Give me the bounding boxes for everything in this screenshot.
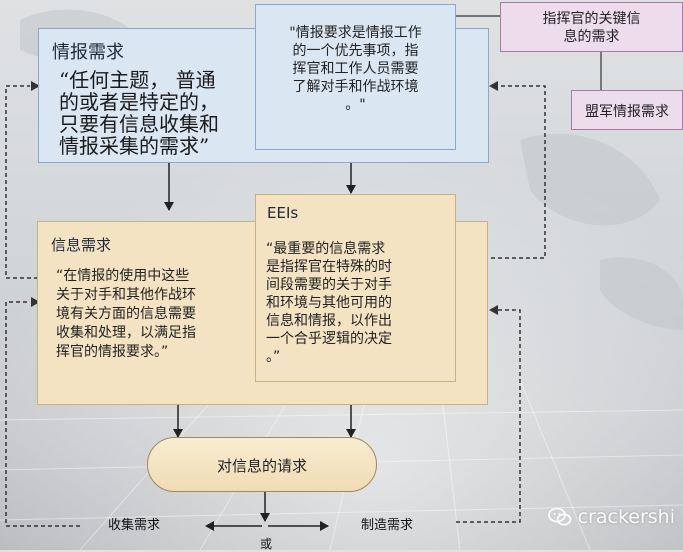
- watermark: crackershi: [547, 506, 675, 528]
- ccir-box: 指挥官的关键信 息的需求: [500, 2, 683, 52]
- eeis-quote: “最重要的信息需求 是指挥官在特殊的时 间段需要的关于对手 和环境与其他可用的 …: [266, 241, 392, 365]
- collection-requirements-label: 收集需求: [108, 518, 161, 533]
- watermark-text: crackershi: [577, 506, 675, 528]
- information-requirements-quote: “在情报的使用中这些 关于对手和其他作战环 境有关方面的信息需要 收集和处理，以…: [56, 268, 196, 360]
- pir-quote: "情报要求是情报工作 的一个优先事项，指 挥官和工作人员需要 了解对手和作战环境…: [289, 25, 422, 113]
- allied-label: 盟军情报需求: [585, 104, 669, 120]
- dash-right-inner: [456, 309, 521, 523]
- dash-left-outer: [5, 85, 38, 279]
- dash-right-outer: [456, 85, 546, 259]
- request-label: 对信息的请求: [216, 457, 307, 475]
- eeis-title: EEIs: [267, 204, 299, 222]
- request-for-information-pill: 对信息的请求: [147, 437, 377, 492]
- priority-intelligence-requirements-box: "情报要求是情报工作 的一个优先事项，指 挥官和工作人员需要 了解对手和作战环境…: [255, 4, 456, 150]
- allied-intelligence-box: 盟军情报需求: [571, 90, 683, 130]
- intelligence-requirements-quote: “任何主题， 普通 的或者是特定的， 只要有信息收集和 情报采集的需求”: [59, 68, 219, 158]
- ccir-label: 指挥官的关键信 息的需求: [542, 11, 641, 45]
- eeis-box: EEIs “最重要的信息需求 是指挥官在特殊的时 间段需要的关于对手 和环境与其…: [255, 194, 456, 382]
- or-label: 或: [260, 537, 273, 551]
- information-requirements-title: 信息需求: [51, 236, 112, 254]
- intelligence-requirements-title: 情报需求: [52, 42, 124, 63]
- production-requirements-label: 制造需求: [361, 518, 414, 533]
- dash-left-inner: [5, 301, 80, 527]
- wechat-icon: [547, 507, 571, 526]
